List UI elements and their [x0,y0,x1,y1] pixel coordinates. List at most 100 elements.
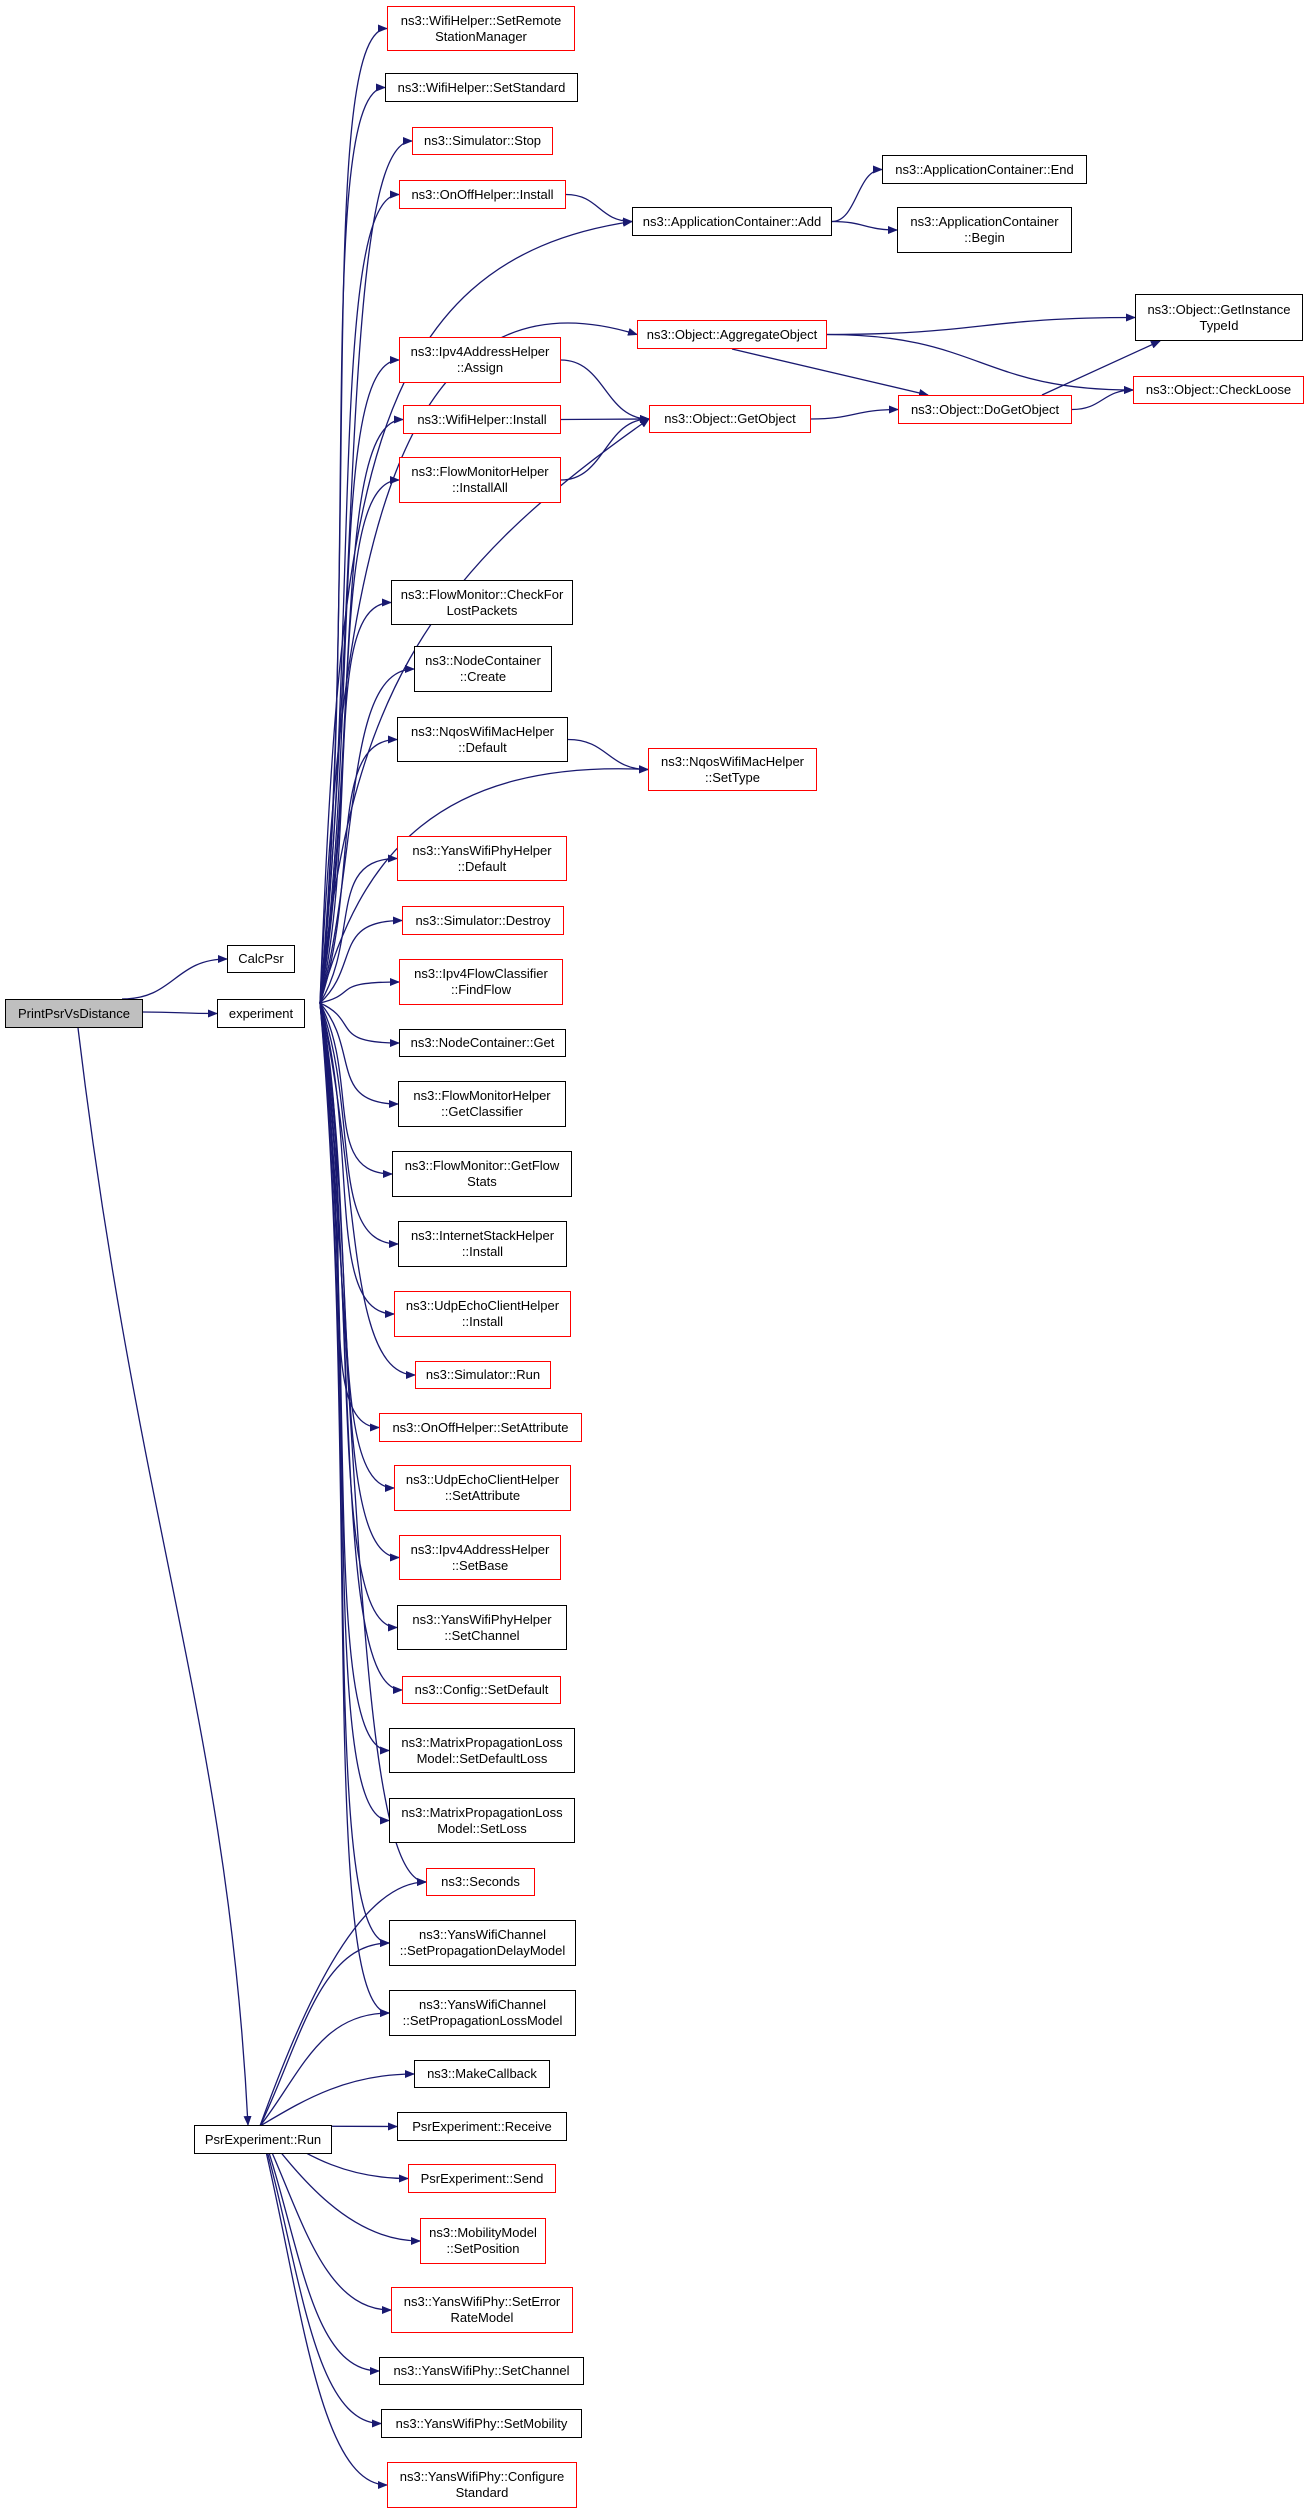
node-yans-wifi-phy-configure-standard[interactable]: ns3::YansWifiPhy::Configure Standard [387,2462,577,2508]
node-ipv4-address-helper-assign[interactable]: ns3::Ipv4AddressHelper ::Assign [399,337,561,383]
edge-application-container-add-to-application-container-begin [831,220,898,234]
edge-experiment-to-simulator-destroy [319,916,403,1004]
node-psr-experiment-run[interactable]: PsrExperiment::Run [194,2125,332,2154]
node-onoff-helper-install[interactable]: ns3::OnOffHelper::Install [399,180,566,209]
node-yans-wifi-phy-helper-set-channel[interactable]: ns3::YansWifiPhyHelper ::SetChannel [397,1605,567,1650]
node-object-get-instance-type-id[interactable]: ns3::Object::GetInstance TypeId [1135,294,1303,341]
node-yans-wifi-channel-set-propagation-loss-model[interactable]: ns3::YansWifiChannel ::SetPropagationLos… [389,1990,576,2036]
node-flow-monitor-helper-get-classifier[interactable]: ns3::FlowMonitorHelper ::GetClassifier [398,1081,566,1127]
node-object-get-object[interactable]: ns3::Object::GetObject [649,405,811,433]
edge-object-aggregate-object-to-object-get-instance-type-id [826,313,1136,336]
node-make-callback[interactable]: ns3::MakeCallback [414,2060,550,2088]
node-matrix-propagation-loss-model-set-default-loss[interactable]: ns3::MatrixPropagationLoss Model::SetDef… [389,1728,575,1773]
edge-experiment-to-wifi-helper-install [319,415,404,1004]
node-calc-psr[interactable]: CalcPsr [227,945,295,973]
node-simulator-destroy[interactable]: ns3::Simulator::Destroy [402,906,564,935]
node-nqos-wifi-mac-helper-set-type[interactable]: ns3::NqosWifiMacHelper ::SetType [648,748,817,791]
node-application-container-begin[interactable]: ns3::ApplicationContainer ::Begin [897,207,1072,253]
edge-experiment-to-ipv4-address-helper-assign [319,356,400,1004]
edge-print-psr-vs-distance-to-psr-experiment-run [77,1027,252,2126]
node-config-set-default[interactable]: ns3::Config::SetDefault [402,1676,561,1704]
node-ipv4-address-helper-set-base[interactable]: ns3::Ipv4AddressHelper ::SetBase [399,1535,561,1580]
edge-object-aggregate-object-to-object-check-loose [826,333,1134,394]
edge-experiment-to-seconds [319,1002,427,1886]
node-udp-echo-client-helper-install[interactable]: ns3::UdpEchoClientHelper ::Install [394,1291,571,1337]
edge-object-get-object-to-object-do-get-object [810,405,899,420]
edge-experiment-to-flow-monitor-check-for-lost-packets [319,598,392,1004]
edge-experiment-to-object-aggregate-object [319,322,638,1004]
edge-experiment-to-wifi-helper-set-remote-station-manager [319,24,388,1004]
node-onoff-helper-set-attribute[interactable]: ns3::OnOffHelper::SetAttribute [379,1413,582,1442]
edge-nqos-wifi-mac-helper-default-to-nqos-wifi-mac-helper-set-type [567,738,649,774]
edge-onoff-helper-install-to-application-container-add [565,193,633,226]
node-yans-wifi-channel-set-propagation-delay-model[interactable]: ns3::YansWifiChannel ::SetPropagationDel… [389,1920,576,1966]
node-yans-wifi-phy-set-mobility[interactable]: ns3::YansWifiPhy::SetMobility [381,2409,582,2438]
edge-experiment-to-flow-monitor-get-flow-stats [319,1002,393,1178]
edge-ipv4-address-helper-assign-to-object-get-object [560,359,650,423]
edge-object-aggregate-object-to-object-do-get-object [731,348,929,397]
edge-psr-experiment-run-to-yans-wifi-phy-configure-standard [259,2125,388,2489]
edge-print-psr-vs-distance-to-calc-psr [121,955,228,1000]
edge-psr-experiment-run-to-make-callback [259,2070,415,2127]
edge-experiment-to-ipv4-flow-classifier-find-flow [319,978,400,1004]
edge-psr-experiment-run-to-yans-wifi-phy-set-channel [259,2125,380,2375]
edge-application-container-add-to-application-container-end [831,165,883,223]
edge-psr-experiment-run-to-yans-wifi-channel-set-propagation-loss-model [259,2009,390,2127]
edge-psr-experiment-run-to-yans-wifi-phy-set-error-rate-model [259,2125,392,2314]
edge-psr-experiment-run-to-yans-wifi-channel-set-propagation-delay-model [259,1939,390,2127]
node-psr-experiment-send[interactable]: PsrExperiment::Send [408,2164,556,2193]
node-nqos-wifi-mac-helper-default[interactable]: ns3::NqosWifiMacHelper ::Default [397,717,568,762]
edge-experiment-to-node-container-get [319,1002,400,1047]
edge-experiment-to-flow-monitor-helper-get-classifier [319,1002,399,1108]
node-flow-monitor-get-flow-stats[interactable]: ns3::FlowMonitor::GetFlow Stats [392,1151,572,1197]
edge-experiment-to-flow-monitor-helper-install-all [319,476,400,1004]
edge-experiment-to-nqos-wifi-mac-helper-set-type [319,765,649,1004]
node-wifi-helper-install[interactable]: ns3::WifiHelper::Install [403,405,561,434]
edge-psr-experiment-run-to-seconds [259,1878,427,2127]
node-ipv4-flow-classifier-find-flow[interactable]: ns3::Ipv4FlowClassifier ::FindFlow [399,959,563,1005]
edge-experiment-to-yans-wifi-channel-set-propagation-loss-model [319,1002,390,2017]
edge-flow-monitor-helper-install-all-to-object-get-object [560,415,650,481]
node-object-check-loose[interactable]: ns3::Object::CheckLoose [1133,376,1304,404]
node-experiment[interactable]: experiment [217,999,305,1028]
edge-object-do-get-object-to-object-check-loose [1071,386,1134,411]
edge-experiment-to-yans-wifi-phy-helper-default [319,854,398,1004]
node-application-container-add[interactable]: ns3::ApplicationContainer::Add [632,207,832,236]
node-internet-stack-helper-install[interactable]: ns3::InternetStackHelper ::Install [398,1221,567,1267]
edge-psr-experiment-run-to-yans-wifi-phy-set-mobility [259,2125,382,2428]
edge-experiment-to-udp-echo-client-helper-install [319,1002,395,1318]
node-node-container-get[interactable]: ns3::NodeContainer::Get [399,1029,566,1057]
edge-object-do-get-object-to-object-get-instance-type-id [1041,340,1161,396]
node-wifi-helper-set-standard[interactable]: ns3::WifiHelper::SetStandard [385,73,578,102]
node-yans-wifi-phy-set-error-rate-model[interactable]: ns3::YansWifiPhy::SetError RateModel [391,2287,573,2333]
edge-experiment-to-application-container-add [319,218,633,1004]
edge-experiment-to-matrix-propagation-loss-model-set-loss [319,1002,390,1825]
node-object-aggregate-object[interactable]: ns3::Object::AggregateObject [637,320,827,349]
node-node-container-create[interactable]: ns3::NodeContainer ::Create [414,646,552,692]
edge-print-psr-vs-distance-to-experiment [142,1009,218,1018]
node-matrix-propagation-loss-model-set-loss[interactable]: ns3::MatrixPropagationLoss Model::SetLos… [389,1798,575,1843]
edge-experiment-to-nqos-wifi-mac-helper-default [319,735,398,1004]
node-application-container-end[interactable]: ns3::ApplicationContainer::End [882,155,1087,184]
edge-experiment-to-wifi-helper-set-standard [319,83,386,1004]
node-mobility-model-set-position[interactable]: ns3::MobilityModel ::SetPosition [420,2218,546,2264]
node-seconds[interactable]: ns3::Seconds [426,1868,535,1896]
node-wifi-helper-set-remote-station-manager[interactable]: ns3::WifiHelper::SetRemote StationManage… [387,6,575,51]
node-yans-wifi-phy-set-channel[interactable]: ns3::YansWifiPhy::SetChannel [379,2357,584,2385]
edge-experiment-to-onoff-helper-install [319,190,400,1004]
node-simulator-stop[interactable]: ns3::Simulator::Stop [412,127,553,155]
node-flow-monitor-helper-install-all[interactable]: ns3::FlowMonitorHelper ::InstallAll [399,457,561,503]
edge-experiment-to-internet-stack-helper-install [319,1002,399,1248]
node-flow-monitor-check-for-lost-packets[interactable]: ns3::FlowMonitor::CheckFor LostPackets [391,580,573,625]
node-simulator-run[interactable]: ns3::Simulator::Run [415,1361,551,1389]
edge-experiment-to-simulator-run [319,1002,416,1379]
node-udp-echo-client-helper-set-attribute[interactable]: ns3::UdpEchoClientHelper ::SetAttribute [394,1465,571,1511]
node-object-do-get-object[interactable]: ns3::Object::DoGetObject [898,395,1072,424]
edge-experiment-to-config-set-default [319,1002,403,1694]
node-yans-wifi-phy-helper-default[interactable]: ns3::YansWifiPhyHelper ::Default [397,836,567,881]
node-psr-experiment-receive[interactable]: PsrExperiment::Receive [397,2112,567,2141]
node-print-psr-vs-distance: PrintPsrVsDistance [5,999,143,1028]
edge-wifi-helper-install-to-object-get-object [560,415,650,424]
